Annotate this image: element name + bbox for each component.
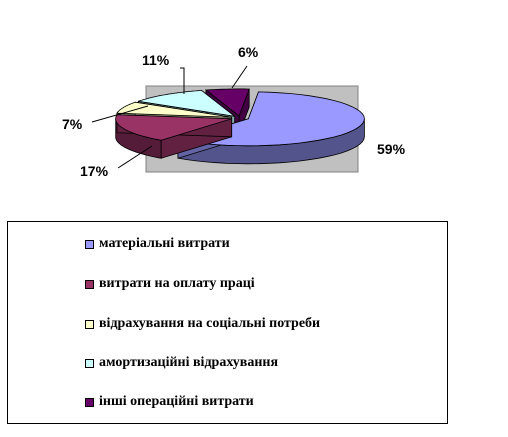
slice-label-wages: 17% [80, 163, 109, 179]
legend-item-wages: витрати на оплату праці [85, 276, 255, 292]
legend-swatch-wages [85, 279, 94, 289]
pie-slice-wages [115, 114, 233, 159]
leader-lines [91, 65, 248, 169]
pie-slices [115, 88, 365, 165]
legend-item-social: відрахування на соціальні потреби [85, 316, 320, 332]
legend-item-depreciation: амортизаційні відрахування [85, 355, 278, 371]
legend-item-other: інші операційні витрати [85, 394, 254, 410]
pie-slice-top-social [116, 101, 232, 118]
legend-label-depreciation: амортизаційні відрахування [99, 355, 279, 370]
legend-swatch-depreciation [85, 358, 94, 368]
pie-slice-top-other [204, 88, 250, 117]
legend-swatch-social [85, 319, 94, 329]
slice-label-social: 7% [62, 116, 83, 132]
slice-label-depreciation: 11% [142, 52, 170, 68]
legend-swatch-other [85, 397, 94, 407]
slice-label-materials: 59% [377, 141, 406, 157]
pie-slice-top-wages [115, 114, 232, 141]
pie-chart: 59% 17% 7% 11% 6% [62, 44, 406, 179]
legend-label-social: відрахування на соціальні потреби [99, 316, 321, 331]
legend-swatch-materials [85, 239, 94, 249]
legend-item-materials: матеріальні витрати [85, 236, 230, 252]
legend-label-materials: матеріальні витрати [99, 236, 230, 251]
slice-label-other: 6% [238, 44, 259, 60]
leader-line-7 [91, 105, 149, 123]
leader-line-11 [180, 67, 185, 94]
legend: матеріальні витрати витрати на оплату пр… [7, 221, 448, 424]
legend-label-other: інші операційні витрати [99, 394, 254, 409]
legend-label-wages: витрати на оплату праці [99, 276, 255, 291]
leader-line-17 [117, 145, 153, 169]
leader-line-6 [231, 65, 248, 89]
pie-slice-top-depreciation [138, 89, 237, 117]
